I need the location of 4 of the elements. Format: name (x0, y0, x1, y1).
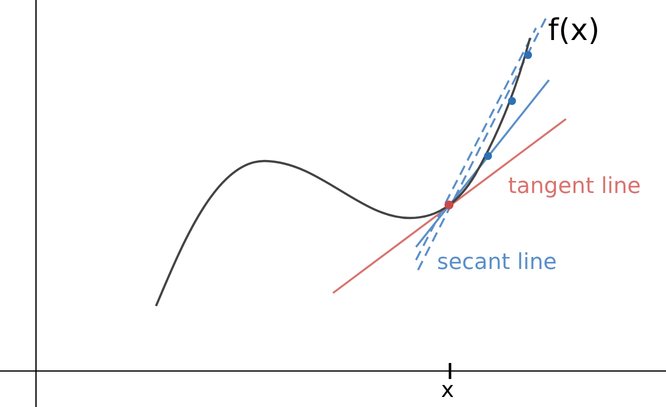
curve-label: f(x) (548, 16, 600, 46)
line-label: tangent line (508, 176, 641, 198)
line-label: secant line (437, 252, 557, 274)
axis-label: x (441, 380, 454, 402)
